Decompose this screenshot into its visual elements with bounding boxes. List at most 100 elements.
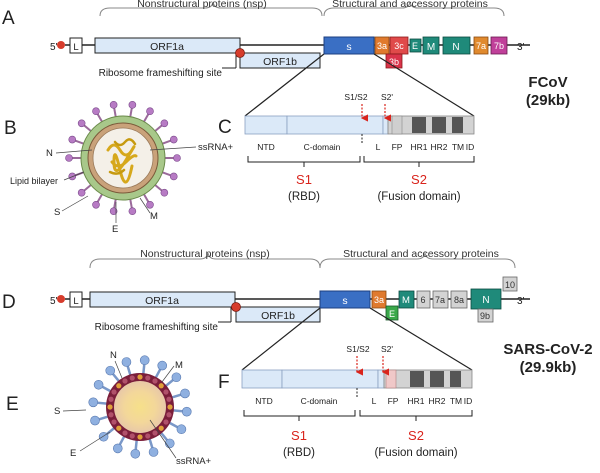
fcov-spike-head: [128, 101, 137, 109]
sars-membrane-bead: [167, 404, 173, 410]
sars-leader-m: [161, 365, 175, 383]
fcov-s2-bracket: [363, 156, 475, 163]
fcov-hr2-label: HR2: [430, 142, 447, 152]
sars-orf1a-label: ORF1a: [145, 295, 179, 307]
sars-spike-head: [90, 415, 100, 426]
cap-circle: [57, 41, 65, 49]
sars-membrane-bead: [152, 378, 158, 384]
fcov-leader-ssrna: [149, 146, 197, 151]
sars-orf1a-box: [89, 291, 236, 308]
sars-gene-8a-label: 8a: [454, 295, 464, 305]
sars-spike-head: [121, 357, 132, 367]
fcov-leader-s: [61, 195, 89, 212]
sars-label-n: N: [110, 350, 117, 361]
sars-membrane-bead: [116, 383, 122, 389]
fcov-s2-sublabel: (Fusion domain): [377, 191, 460, 203]
sars-three-prime: 3': [517, 296, 525, 307]
gene-n-box: [442, 36, 471, 55]
sars-membrane-bead: [166, 396, 172, 402]
sars-fp-label: FP: [388, 396, 399, 406]
sars-gene-9b-box: [477, 308, 494, 323]
sars-membrane-bead: [116, 425, 122, 431]
sars-s1-bracket: [243, 410, 356, 417]
sars-label-s: S: [54, 406, 60, 417]
sars-gene-m-label: M: [402, 295, 410, 306]
sars-spike-tm-box: [450, 371, 461, 387]
sars-spikes: [88, 355, 192, 459]
fcov-s1-sublabel: (RBD): [288, 191, 320, 203]
fcov-label-lipid: Lipid bilayer: [10, 176, 58, 186]
sars-nsp-brace: [89, 252, 321, 269]
fcov-id-label: ID: [466, 142, 475, 152]
fcov-s1s2-label: S1/S2: [344, 92, 367, 102]
fcov-spike-tm-box: [452, 117, 463, 133]
fcov-leader-m: [139, 197, 151, 214]
frameshift-label: Ribosome frameshifting site: [99, 68, 223, 79]
sars-leader-e: [79, 431, 111, 452]
sars-membrane-bead: [107, 404, 113, 410]
fcov-hr1-label: HR1: [410, 142, 427, 152]
sars-membrane-bead: [166, 412, 172, 418]
sars-leader-label: L: [73, 296, 78, 307]
sars-gene-3a-label: 3a: [374, 295, 384, 305]
sars-spike-ntd-box: [241, 369, 283, 389]
sars-zoom-line-left: [241, 307, 321, 371]
fcov-leader-lipid: [63, 171, 85, 181]
fcov-fp-label: FP: [392, 142, 403, 152]
gene-s-box: [323, 36, 375, 55]
fcov-spike-panel: C S1/S2 S2' NTD C-domain L FP HR1 HR2 TM…: [218, 92, 475, 203]
orf1b-label: ORF1b: [263, 56, 297, 68]
fcov-spike-head: [169, 135, 178, 144]
fcov-s2-label: S2: [411, 172, 427, 187]
fcov-l-label: L: [376, 142, 381, 152]
fcov-spike-l-box: [382, 115, 389, 135]
fcov-label-e: E: [112, 224, 118, 235]
structural-brace: [323, 1, 505, 17]
sars-id-label: ID: [464, 396, 473, 406]
sars-cdomain-label: C-domain: [301, 396, 338, 406]
sars-membrane-beads: [107, 374, 173, 440]
sars-membrane-bead: [122, 430, 128, 436]
sars-spike-head: [105, 365, 116, 376]
five-prime: 5': [50, 42, 58, 53]
sars-spike-head: [164, 438, 175, 449]
panel-letter-f: F: [218, 372, 230, 393]
fcov-label-s: S: [54, 207, 60, 218]
fcov-spike-head: [169, 172, 178, 181]
sars-zoom-line-right: [369, 307, 473, 371]
gene-n-label: N: [452, 42, 459, 53]
sars-spike-head: [93, 379, 104, 390]
sars-membrane-bead: [129, 375, 135, 381]
sars-membrane-bead: [137, 374, 143, 380]
fcov-spike-fp-box: [391, 115, 403, 135]
gene-7a-label: 7a: [476, 41, 486, 51]
sars-gene-9b-label: 9b: [480, 311, 490, 321]
sars-gene-e-label: E: [389, 309, 395, 319]
fcov-label-m: M: [150, 211, 158, 222]
fcov-rna-coil: [106, 143, 138, 184]
sars-spike-head: [180, 388, 190, 399]
sars-gene-e-box: [385, 305, 399, 321]
nsp-label: Nonstructural proteins (nsp): [137, 0, 267, 10]
sars-membrane-bead: [145, 375, 151, 381]
sars-gene-7a-label: 7a: [435, 295, 445, 305]
sars-orf1b-box: [235, 306, 321, 323]
orf1a-label: ORF1a: [150, 41, 184, 53]
sars-virion-panel: E N M S E ssRNA+: [6, 350, 212, 467]
fcov-core: [92, 127, 154, 189]
fcov-spike-hr2-box: [432, 117, 446, 133]
gene-7b-box: [490, 36, 508, 55]
sars-spike-head: [148, 447, 159, 457]
sars-s2-sublabel: (Fusion domain): [374, 447, 457, 459]
sars-hr2-label: HR2: [428, 396, 445, 406]
fcov-spike-head: [128, 207, 137, 215]
sars-spike-hr1-box: [410, 371, 424, 387]
sars-gene-3a-box: [371, 290, 387, 309]
fcov-spike-head: [92, 107, 100, 116]
zoom-line-left: [244, 53, 325, 117]
sars-membrane-bead: [145, 433, 151, 439]
fcov-ntd-label: NTD: [257, 142, 274, 152]
sars-tm-label: TM: [450, 396, 462, 406]
orf1a-box: [94, 37, 241, 54]
sars-spike-head: [130, 448, 141, 459]
